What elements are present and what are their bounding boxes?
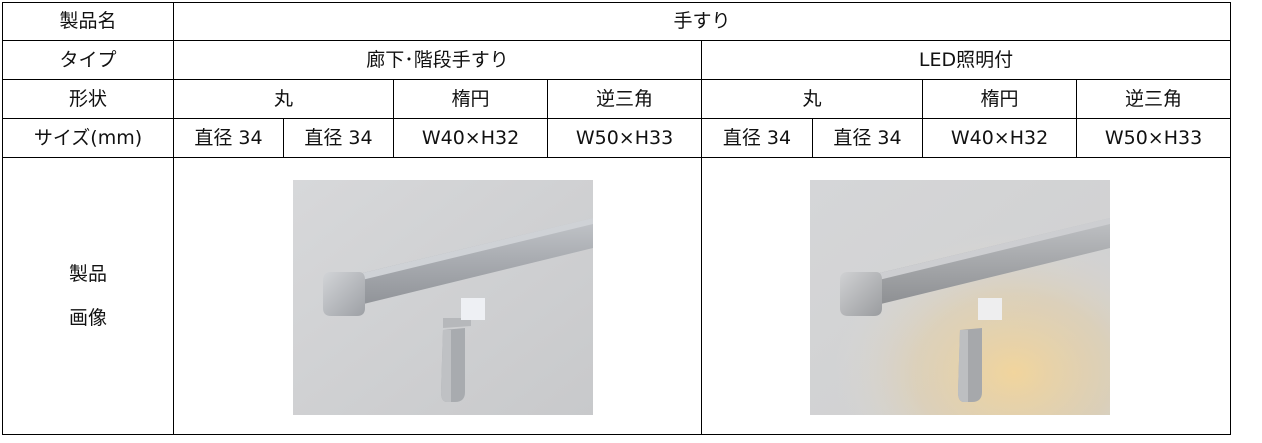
header-image-line2: 画像 <box>68 307 107 329</box>
image-cell-standard <box>173 157 702 435</box>
size-cell: 直径 34 <box>812 118 923 158</box>
size-cell: W40×H32 <box>393 118 548 158</box>
type-led-lighting: LED照明付 <box>701 40 1231 80</box>
row-size: サイズ(mm) 直径 34 直径 34 W40×H32 W50×H33 直径 3… <box>2 118 1231 158</box>
header-image: 製品 画像 <box>2 157 174 435</box>
shape-triangle-a: 逆三角 <box>547 79 702 119</box>
row-type: タイプ 廊下･階段手すり LED照明付 <box>2 40 1231 80</box>
row-shape: 形状 丸 楕円 逆三角 丸 楕円 逆三角 <box>2 79 1231 119</box>
shape-round-a: 丸 <box>173 79 394 119</box>
size-cell: 直径 34 <box>701 118 813 158</box>
header-type: タイプ <box>2 40 174 80</box>
shape-ellipse-b: 楕円 <box>922 79 1077 119</box>
size-cell: W50×H33 <box>1076 118 1231 158</box>
product-name-value: 手すり <box>173 2 1231 41</box>
header-image-line1: 製品 <box>68 263 107 285</box>
product-spec-table: 製品名 手すり タイプ 廊下･階段手すり LED照明付 形状 丸 楕円 逆三角 … <box>2 2 1231 435</box>
size-cell: W40×H32 <box>922 118 1077 158</box>
size-cell: W50×H33 <box>547 118 702 158</box>
size-cell: 直径 34 <box>173 118 284 158</box>
row-image: 製品 画像 <box>2 157 1231 435</box>
header-size: サイズ(mm) <box>2 118 174 158</box>
shape-ellipse-a: 楕円 <box>393 79 548 119</box>
shape-round-b: 丸 <box>701 79 923 119</box>
type-corridor-stair: 廊下･階段手すり <box>173 40 702 80</box>
header-product-name: 製品名 <box>2 2 174 41</box>
size-cell: 直径 34 <box>283 118 394 158</box>
row-product-name: 製品名 手すり <box>2 2 1231 41</box>
shape-triangle-b: 逆三角 <box>1076 79 1231 119</box>
led-handrail-photo <box>810 180 1110 415</box>
handrail-photo <box>293 180 593 415</box>
image-cell-led <box>701 157 1231 435</box>
header-shape: 形状 <box>2 79 174 119</box>
